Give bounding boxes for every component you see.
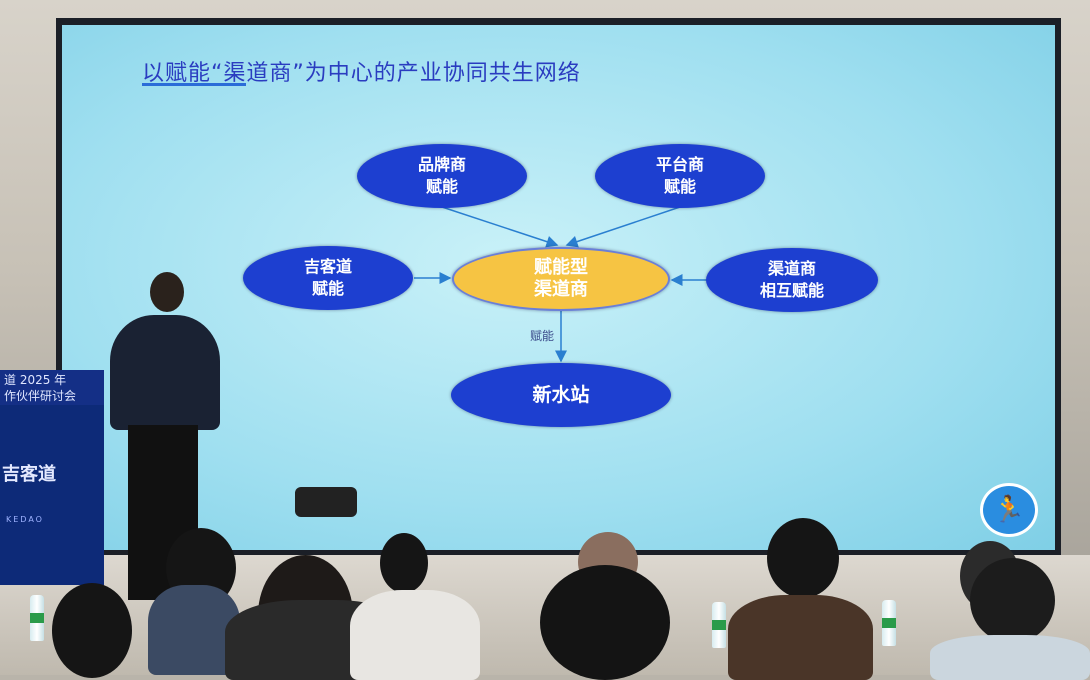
podium-logo: 吉客道 xyxy=(2,464,56,485)
node-jikedao: 吉客道 赋能 xyxy=(243,246,413,310)
water-bottle xyxy=(712,602,726,648)
node-platform: 平台商 赋能 xyxy=(595,144,765,208)
water-bottle xyxy=(30,595,44,641)
title-underline xyxy=(142,83,246,86)
arrow-platform xyxy=(565,206,681,248)
water-bottle xyxy=(882,600,896,646)
presentation-slide: 以赋能“渠道商”为中心的产业协同共生网络 品牌商 赋能 平台商 赋能 吉客道 赋… xyxy=(62,25,1055,550)
node-mutual: 渠道商 相互赋能 xyxy=(706,248,878,312)
node-water: 新水站 xyxy=(451,363,671,427)
banner-line-1: 道 2025 年 xyxy=(4,373,67,387)
node-brand: 品牌商 赋能 xyxy=(357,144,527,208)
arrow-label: 赋能 xyxy=(530,329,555,343)
node-center: 赋能型 渠道商 xyxy=(452,247,670,311)
podium-logo-sub: KEDAO xyxy=(6,515,44,524)
runner-logo-icon: 🏃 xyxy=(980,483,1038,537)
phone xyxy=(295,487,357,517)
slide-title: 以赋能“渠道商”为中心的产业协同共生网络 xyxy=(142,61,581,86)
podium-banner: 道 2025 年 作伙伴研讨会 xyxy=(0,370,104,405)
banner-line-2: 作伙伴研讨会 xyxy=(4,389,77,403)
arrow-brand xyxy=(441,206,559,248)
podium xyxy=(0,370,104,585)
arrows xyxy=(414,206,707,363)
speaker xyxy=(110,270,220,610)
